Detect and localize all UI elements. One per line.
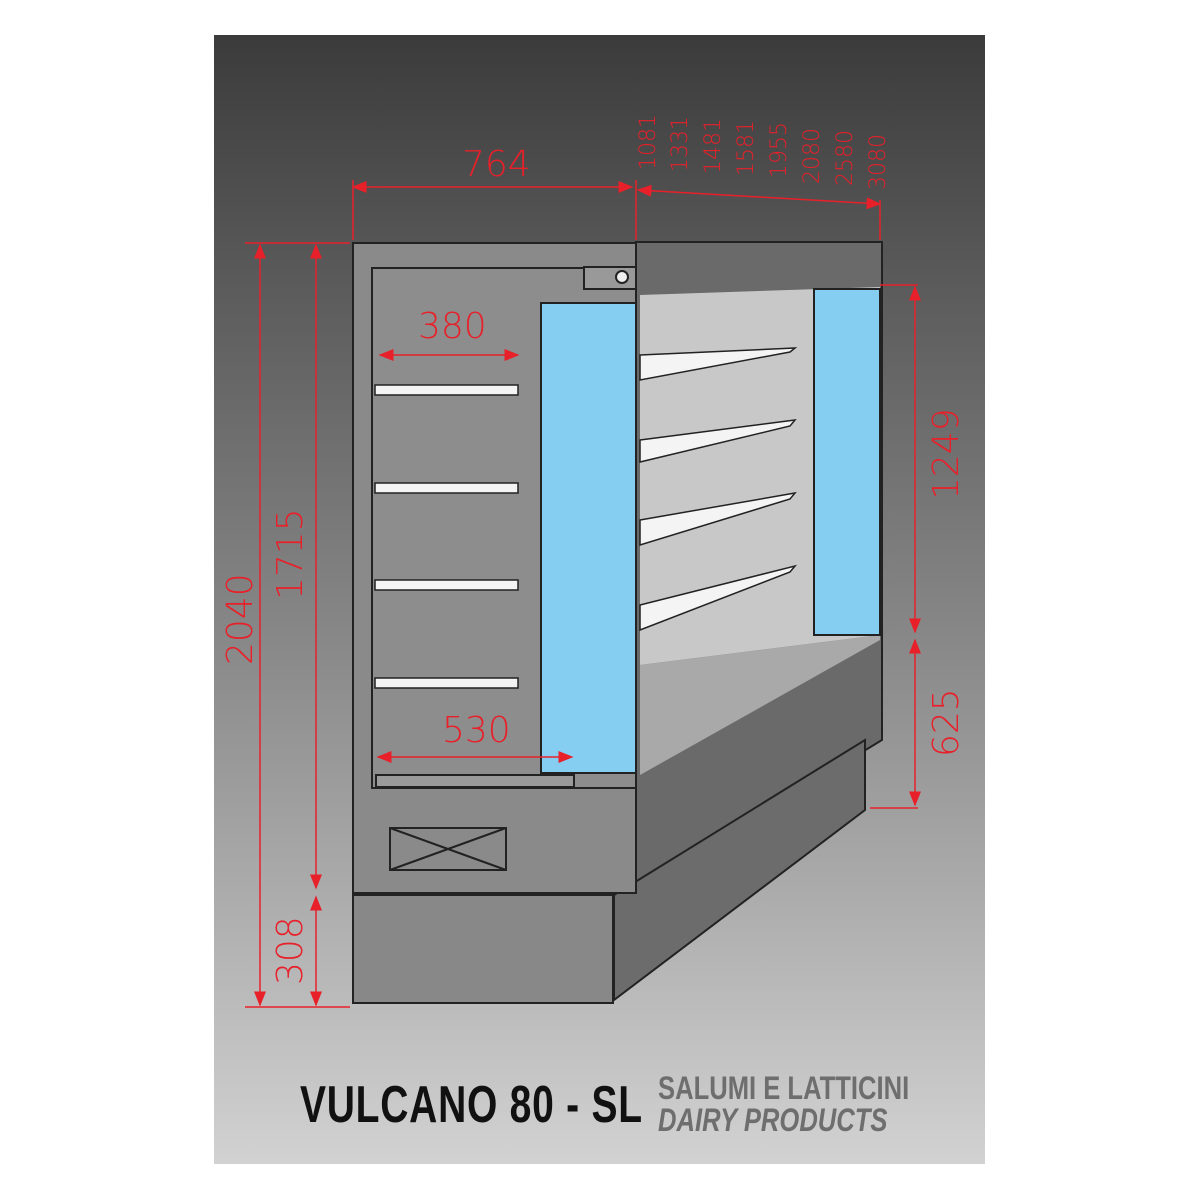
cabinet — [352, 241, 883, 1004]
dim-shelf-depth: 380 — [418, 306, 487, 347]
length-option: 1581 — [734, 120, 759, 176]
dim-front-height: 625 — [926, 688, 967, 757]
shelves — [374, 347, 798, 689]
length-option: 1331 — [668, 116, 693, 172]
dim-total-height: 2040 — [220, 573, 261, 665]
dim-total-depth: 764 — [462, 144, 531, 185]
length-option: 2580 — [833, 130, 858, 186]
length-option: 1955 — [767, 122, 792, 178]
length-option: 3080 — [866, 134, 891, 190]
dim-body-height: 1715 — [270, 508, 311, 600]
dim-base-depth: 530 — [442, 710, 511, 751]
length-option: 1081 — [636, 114, 661, 170]
model-name: VULCANO 80 - SL — [300, 1076, 643, 1134]
length-option: 2080 — [800, 128, 825, 184]
category-italian: SALUMI E LATTICINI — [658, 1070, 910, 1106]
length-option: 1481 — [701, 118, 726, 174]
dim-opening-height: 1249 — [926, 408, 967, 500]
category-english: DAIRY PRODUCTS — [658, 1102, 888, 1138]
dim-plinth-height: 308 — [270, 916, 311, 985]
dimension-lines — [245, 180, 921, 1008]
